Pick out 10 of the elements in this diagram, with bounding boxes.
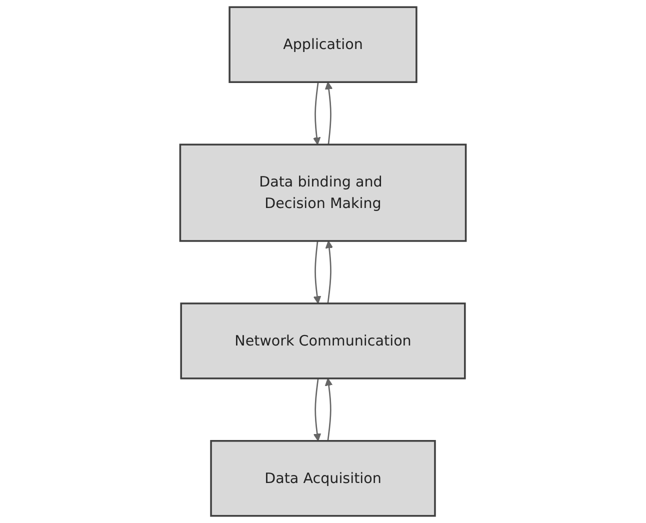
arrow <box>313 240 322 304</box>
arrow <box>313 378 322 442</box>
node-box: Application <box>228 6 418 83</box>
node-box: Data binding and Decision Making <box>179 144 467 242</box>
arrow <box>324 82 333 145</box>
arrow <box>312 82 321 145</box>
arrow <box>324 378 333 441</box>
node-box: Network Communication <box>180 302 466 380</box>
node-box: Data Acquisition <box>210 440 436 517</box>
arrow <box>325 240 334 304</box>
